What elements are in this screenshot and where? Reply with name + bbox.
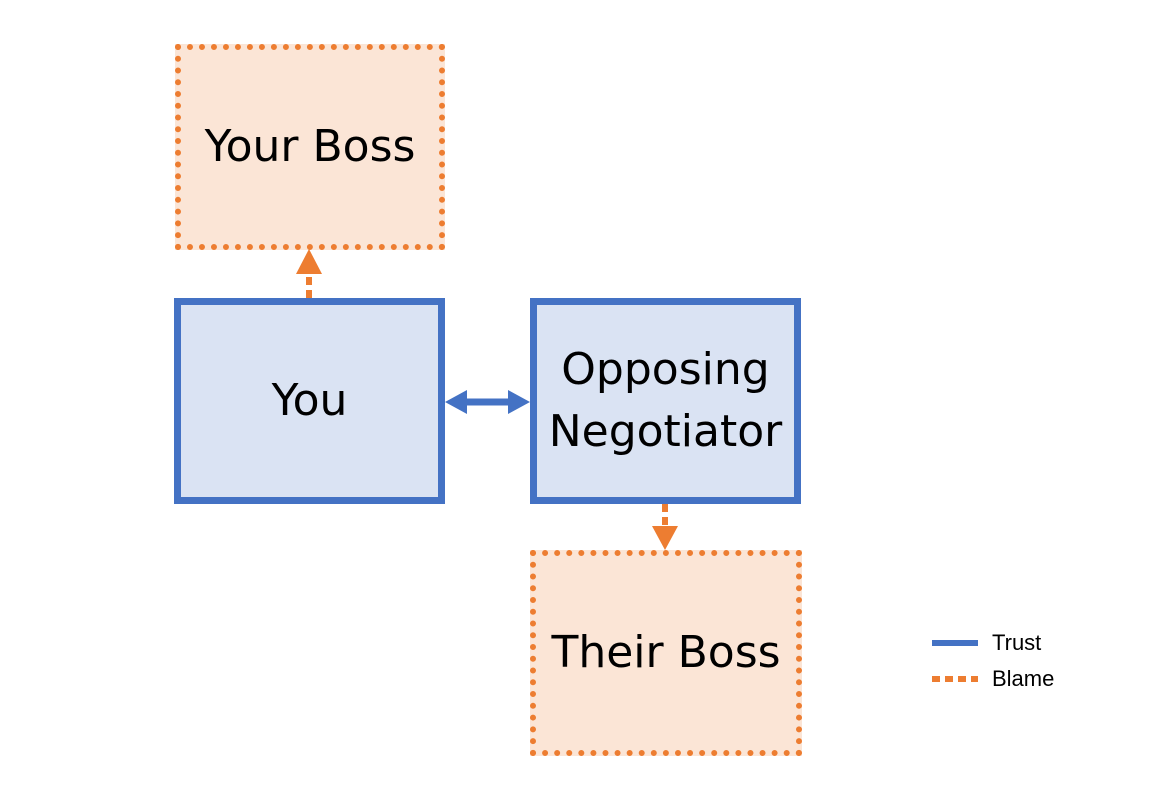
opposing-negotiator-label-line2: Negotiator — [548, 406, 783, 457]
their-boss-node: Their Boss — [530, 550, 802, 756]
their-boss-label: Their Boss — [551, 626, 781, 678]
you-node: You — [174, 298, 445, 504]
trust-arrow-you-opposing — [445, 390, 530, 414]
blame-arrow-opposing-to-their-boss — [652, 504, 678, 550]
trust-arrowhead-left — [445, 390, 467, 414]
legend-item-blame: Blame — [932, 661, 1092, 697]
opposing-negotiator-label: Opposing Negotiator — [549, 339, 783, 464]
legend-item-trust: Trust — [932, 625, 1092, 661]
blame-arrowhead — [652, 526, 678, 550]
legend: Trust Blame — [932, 625, 1092, 697]
trust-arrowhead-right — [508, 390, 530, 414]
legend-trust-label: Trust — [992, 630, 1042, 655]
blame-arrow-you-to-your-boss — [296, 249, 322, 298]
legend-blame-label: Blame — [992, 666, 1055, 691]
blame-swatch — [932, 676, 978, 682]
blame-arrowhead — [296, 249, 322, 274]
you-label: You — [271, 374, 348, 426]
opposing-negotiator-label-line1: Opposing — [561, 343, 770, 395]
your-boss-node: Your Boss — [175, 44, 445, 250]
your-boss-label: Your Boss — [204, 120, 416, 172]
trust-swatch — [932, 640, 978, 646]
opposing-negotiator-node: Opposing Negotiator — [530, 298, 801, 504]
